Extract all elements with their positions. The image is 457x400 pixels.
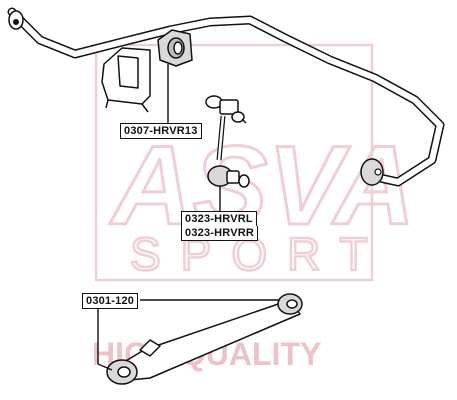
- stabilizer-link: [205, 95, 250, 188]
- watermark-sport-text: SPORT: [130, 228, 388, 280]
- part-label-trailing-arm: 0301-120: [82, 293, 139, 309]
- leader-arm-front: [97, 363, 113, 371]
- part-label-link-left: 0323-HRVRL: [181, 211, 257, 227]
- stabilizer-bushing: [157, 29, 193, 67]
- leader-lines: [97, 64, 280, 371]
- trailing-arm: [106, 293, 303, 385]
- stabilizer-bar: [7, 7, 445, 187]
- watermark-logo-text: ASVA: [109, 123, 415, 248]
- part-label-link-right: 0323-HRVRR: [181, 226, 259, 241]
- part-label-bushing: 0307-HRVR13: [120, 123, 202, 139]
- stabilizer-bracket: [101, 47, 151, 113]
